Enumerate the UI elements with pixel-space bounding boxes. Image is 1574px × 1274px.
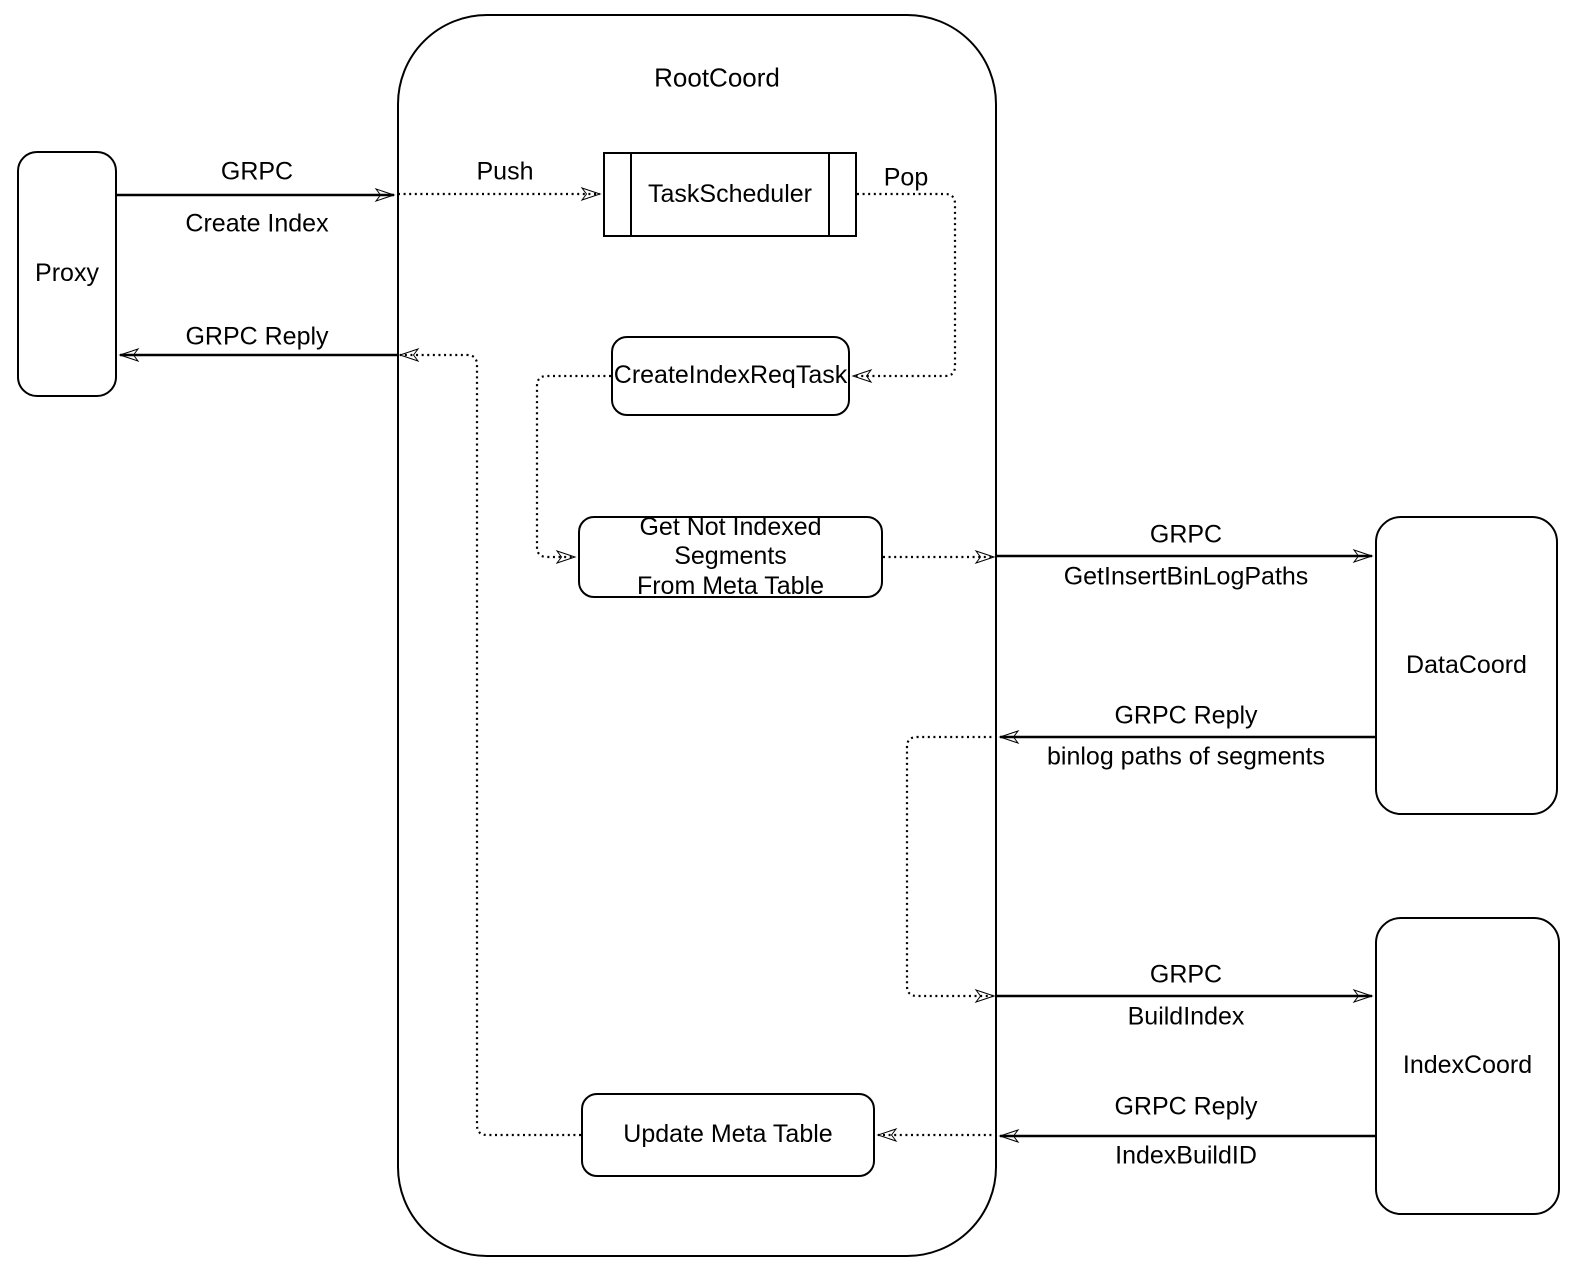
task-scheduler-node: TaskScheduler <box>603 152 857 237</box>
push-label: Push <box>476 157 534 186</box>
reply-to-proxy-label: GRPC Reply <box>185 322 329 351</box>
get-not-indexed-segments-node: Get Not Indexed Segments From Meta Table <box>578 513 883 600</box>
data-coord-node: DataCoord <box>1375 516 1558 815</box>
index-coord-node: IndexCoord <box>1375 917 1560 1215</box>
build-index-protocol-label: GRPC <box>1149 960 1223 989</box>
pop-label: Pop <box>883 163 929 192</box>
create-index-protocol-label: GRPC <box>220 157 294 186</box>
create-index-req-task-node: CreateIndexReqTask <box>611 336 850 416</box>
task-scheduler-bar-left <box>630 154 633 235</box>
get-binlog-method-label: GetInsertBinLogPaths <box>1063 562 1309 591</box>
get-binlog-protocol-label: GRPC <box>1149 520 1223 549</box>
build-index-reply-payload-label: IndexBuildID <box>1115 1141 1257 1170</box>
update-meta-table-node: Update Meta Table <box>581 1093 875 1177</box>
task-scheduler-bar-right <box>827 154 830 235</box>
binlog-reply-payload-label: binlog paths of segments <box>1047 742 1325 771</box>
proxy-node: Proxy <box>17 151 117 397</box>
task-scheduler-label: TaskScheduler <box>648 179 812 208</box>
rootcoord-title: RootCoord <box>654 62 780 93</box>
build-index-method-label: BuildIndex <box>1127 1002 1245 1031</box>
binlog-reply-label: GRPC Reply <box>1114 701 1258 730</box>
create-index-method-label: Create Index <box>185 209 329 238</box>
build-index-reply-label: GRPC Reply <box>1114 1092 1258 1121</box>
